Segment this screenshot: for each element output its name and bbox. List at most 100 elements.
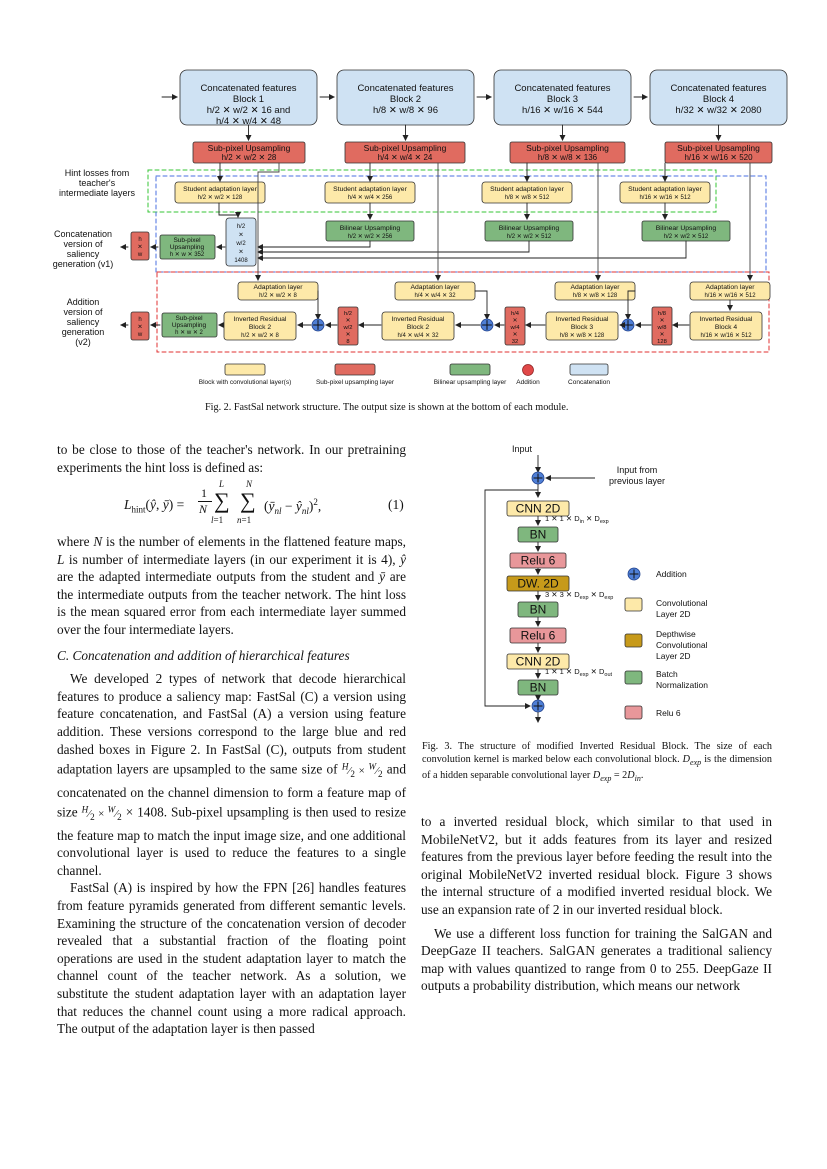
bilinear-size: h/2 ✕ w/2 ✕ 512 <box>664 234 709 240</box>
irb-size: h/2 ✕ w/2 ✕ 8 <box>241 333 279 339</box>
fig3-layer-label: BN <box>530 528 547 542</box>
concat-box-text: w/2 <box>235 241 246 247</box>
subpixel-v1-size: h ✕ w ✕ 352 <box>170 252 205 258</box>
subpixel-title: Sub-pixel Upsampling <box>677 143 760 153</box>
para-inverted-residual: to a inverted residual block, which simi… <box>421 814 772 917</box>
fig3-layer-label: Relu 6 <box>521 629 556 643</box>
student-adaptation-layer <box>174 181 266 204</box>
student-title: Student adaptation layer <box>333 186 407 193</box>
bilinear-size: h/2 ✕ w/2 ✕ 256 <box>348 234 393 240</box>
subpixel-to-adapt-1 <box>255 162 280 281</box>
fig3-layer-label: BN <box>530 681 547 695</box>
adaptation-title: Adaptation layer <box>570 284 620 291</box>
irb-title: Inverted Residual <box>392 316 445 323</box>
fig3-from-prev-label: Input from <box>617 465 658 475</box>
para-hint-def-c: are the adapted intermediate outputs fro… <box>57 569 375 585</box>
subpixel-size: h/16 ✕ w/16 ✕ 520 <box>684 153 753 162</box>
output-v2-block <box>130 311 150 341</box>
fig3-layer-label: Relu 6 <box>521 554 556 568</box>
irb-title-2: Block 4 <box>715 324 738 331</box>
subpixel-v2-block <box>161 312 218 338</box>
inverted-residual-block <box>223 311 297 341</box>
para-loss: We use a different loss function for tra… <box>421 925 772 994</box>
fig3-caption-b: is the dimension of a hidden separable c… <box>422 754 772 782</box>
bilinear-title: Bilinear Upsampling <box>340 225 401 232</box>
legend-addition-icon <box>522 364 534 376</box>
resize-block-text: 8 <box>346 339 349 345</box>
fig3-kernel-label: 1 ✕ 1 ✕ Din ✕ Dexp <box>545 514 609 525</box>
fig3-layer-label: CNN 2D <box>516 502 561 516</box>
green-dashed-region <box>147 169 717 213</box>
para-hint-def-a: is the number of elements in the flatten… <box>106 534 407 549</box>
para-concat: We developed 2 types of network that dec… <box>57 671 406 878</box>
student-size: h/16 ✕ w/16 ✕ 512 <box>639 195 691 201</box>
concatenation-block <box>225 217 257 267</box>
subpixel-v1-title-2: Upsampling <box>170 244 205 251</box>
adaptation-size: h/16 ✕ w/16 ✕ 512 <box>704 293 756 299</box>
output-v2-text: h <box>138 317 141 323</box>
legend-subpixel-swatch <box>334 363 376 376</box>
concat-block-size: h/2 ✕ w/2 ✕ 16 and <box>207 105 291 116</box>
subpixel-v1-block <box>159 234 216 260</box>
irb-size: h/8 ✕ w/8 ✕ 128 <box>560 333 605 339</box>
subpixel-upsampling-block <box>192 141 306 164</box>
adaptation-size: h/8 ✕ w/8 ✕ 128 <box>573 293 618 299</box>
concat-block-name: Block 2 <box>390 94 421 105</box>
legend-concat-swatch <box>569 363 609 376</box>
resize-block-text: ✕ <box>660 332 665 338</box>
concat-block-title: Concatenated features <box>200 83 296 94</box>
fig3-legend-conv-label-2: Layer 2D <box>656 609 691 619</box>
output-v1-text: w <box>137 252 143 258</box>
fig3-legend-dw-label-3: Layer 2D <box>656 651 691 661</box>
fig3-legend-bn-swatch <box>624 670 643 685</box>
irb-size: h/16 ✕ w/16 ✕ 512 <box>700 333 752 339</box>
adapt-to-add <box>625 290 636 320</box>
fig3-legend-dw-label: Depthwise <box>656 629 696 639</box>
para-hint-def-b: is number of intermediate layers (in our… <box>68 551 396 567</box>
legend-bilinear-swatch <box>449 363 491 376</box>
irb-title: Inverted Residual <box>700 316 753 323</box>
fig3-addition-top-icon <box>531 471 545 485</box>
resize-block-text: h/8 <box>658 311 666 317</box>
irb-title: Inverted Residual <box>556 316 609 323</box>
legend-addition-label: Addition <box>516 379 540 386</box>
concat-block-title: Concatenated features <box>357 83 453 94</box>
concat-block-name: Block 1 <box>233 94 264 105</box>
v2-label: version of <box>63 307 103 317</box>
subpixel-v2-title-2: Upsampling <box>172 322 207 329</box>
adapt-to-add <box>474 290 490 320</box>
para-concat-b: and concatenated on the channel dimensio… <box>57 761 406 820</box>
concat-box-text: ✕ <box>238 233 243 239</box>
output-v1-block <box>130 231 150 261</box>
output-v1-text: h <box>138 237 141 243</box>
fig3-legend-conv-swatch <box>624 597 643 612</box>
student-title: Student adaptation layer <box>490 186 564 193</box>
legend-conv-label: Block with convolutional layer(s) <box>199 379 291 386</box>
concat-block-size: h/32 ✕ w/32 ✕ 2080 <box>675 105 761 116</box>
fig3-legend-addition-icon <box>627 567 641 581</box>
adaptation-title: Adaptation layer <box>410 284 460 291</box>
v2-label: generation <box>62 327 105 337</box>
subpixel-upsampling-block <box>344 141 466 164</box>
subpixel-upsampling-block <box>509 141 626 164</box>
subpixel-size: h/4 ✕ w/4 ✕ 24 <box>378 153 433 162</box>
student-title: Student adaptation layer <box>628 186 702 193</box>
bilinear-title: Bilinear Upsampling <box>656 225 717 232</box>
fig3-legend-conv-label: Convolutional <box>656 598 708 608</box>
fig3-legend-dw-label-2: Convolutional <box>656 640 708 650</box>
legend-concat-label: Concatenation <box>568 379 610 386</box>
adaptation-size: h/2 ✕ w/2 ✕ 8 <box>259 293 297 299</box>
fig2-caption: Fig. 2. FastSal network structure. The o… <box>205 402 569 413</box>
fig3-caption-a: Fig. 3. The structure of modified Invert… <box>422 741 772 765</box>
irb-size: h/4 ✕ w/4 ✕ 32 <box>397 333 439 339</box>
concat-block-size-2: h/4 ✕ w/4 ✕ 48 <box>216 116 281 127</box>
student-size: h/4 ✕ w/4 ✕ 256 <box>348 195 393 201</box>
resize-block-text: w/8 <box>656 325 666 331</box>
resize-block-text: w/2 <box>342 325 352 331</box>
concat-block-title: Concatenated features <box>514 83 610 94</box>
v2-label: Addition <box>67 297 100 307</box>
fig3-from-prev-label-2: previous layer <box>609 476 665 486</box>
irb-title-2: Block 2 <box>407 324 430 331</box>
fig3-caption: Fig. 3. The structure of modified Invert… <box>422 741 772 784</box>
